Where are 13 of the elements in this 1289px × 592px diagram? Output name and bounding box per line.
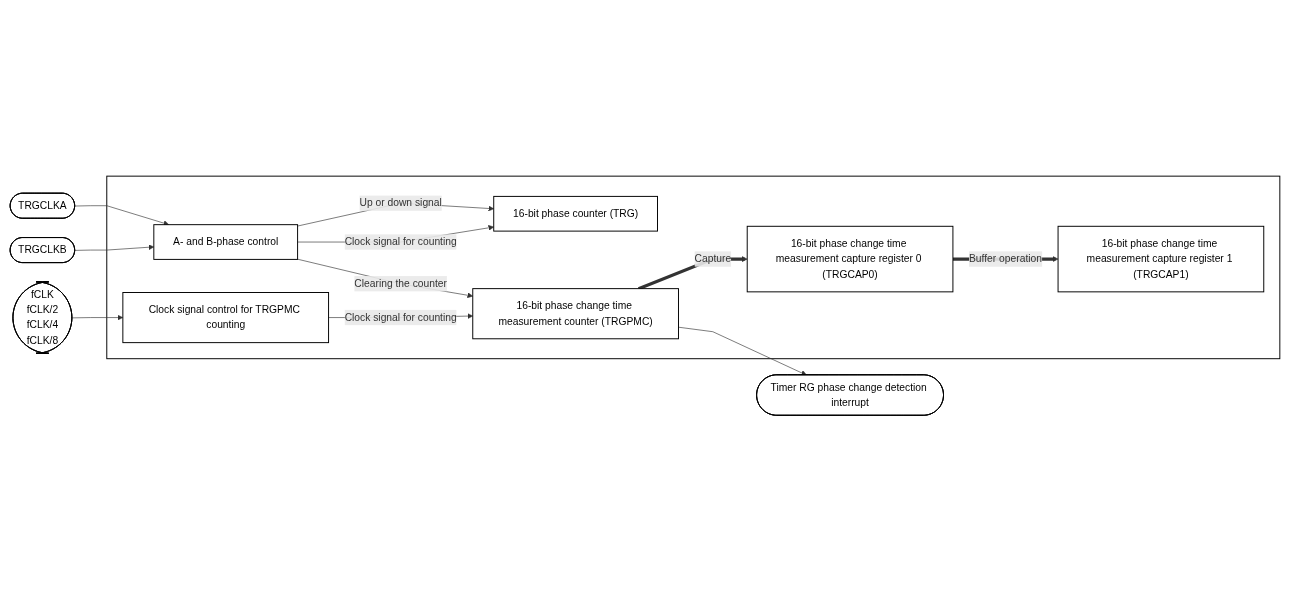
- edge-label: Capture: [694, 253, 731, 265]
- edge-label: Buffer operation: [968, 253, 1042, 265]
- node-box: A- and B-phase control: [152, 224, 298, 261]
- node-box: 16-bit phase counter (TRG): [492, 196, 658, 232]
- cluster: [105, 175, 1280, 360]
- edge-label: Up or down signal: [359, 197, 442, 209]
- node-box: Clock signal control for TRGPMC counting: [121, 292, 329, 344]
- node-box: 16-bit phase change time measurement capture register 0 (TRGCAP0): [746, 226, 953, 293]
- edge-label: Clearing the counter: [353, 278, 447, 290]
- node-box: 16-bit phase change time measurement capture register 1 (TRGCAP1): [1057, 226, 1264, 293]
- node-box: 16-bit phase change time measurement counter (TRGPMC): [471, 288, 679, 340]
- edge-label: Clock signal for counting: [344, 236, 457, 248]
- edge-label: Clock signal for counting: [344, 312, 457, 323]
